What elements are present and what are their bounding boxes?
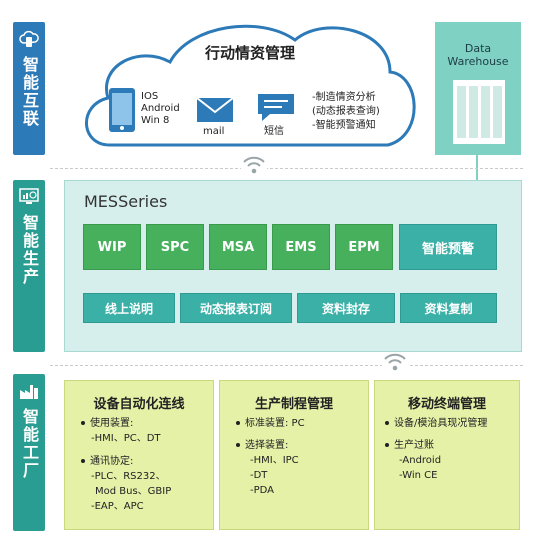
warehouse-title-line1: Data xyxy=(464,42,492,55)
side-label-internet-text: 智能互联 xyxy=(20,56,39,128)
sub-report-subscription: 动态报表订阅 xyxy=(180,293,292,323)
list-item: -PLC、RS232、 xyxy=(91,471,166,482)
side-label-internet: 智能互联 xyxy=(13,22,45,155)
envelope-icon xyxy=(196,97,234,122)
mail-label: mail xyxy=(203,126,225,137)
list-item: 使用装置: xyxy=(81,417,133,431)
cloud-phone-icon xyxy=(19,30,39,47)
side-label-factory-text: 智能工厂 xyxy=(20,408,39,480)
mes-title: MESSeries xyxy=(84,192,168,211)
factory-box-process: 生产制程管理 标准装置: PC 选择装置: -HMI、IPC -DT -PDA xyxy=(219,380,369,530)
list-item: -HMI、PC、DT xyxy=(91,433,161,444)
module-smart-alert: 智能预警 xyxy=(399,224,497,270)
wifi-icon xyxy=(241,154,267,176)
side-label-production: 智能生产 xyxy=(13,180,45,352)
list-item: -Win CE xyxy=(399,470,438,481)
device-ios: IOS xyxy=(141,91,159,102)
data-warehouse-panel: Data Warehouse xyxy=(435,22,521,155)
list-item: 设备/模治具现况管理 xyxy=(385,417,487,431)
sub-online-help: 线上说明 xyxy=(83,293,175,323)
monitor-chart-icon xyxy=(19,188,39,204)
cloud-title: 行动情资管理 xyxy=(204,44,295,62)
module-epm: EPM xyxy=(335,224,393,270)
module-wip: WIP xyxy=(83,224,141,270)
device-win8: Win 8 xyxy=(141,115,170,126)
feature-report: (动态报表查询) xyxy=(312,106,380,117)
list-item: -Android xyxy=(399,455,442,466)
wifi-icon xyxy=(382,351,408,373)
warehouse-title: Data Warehouse xyxy=(435,42,521,68)
server-rack-icon xyxy=(453,80,505,144)
device-list: IOS Android Win 8 xyxy=(141,91,180,127)
sub-data-archive: 资料封存 xyxy=(297,293,395,323)
list-item: 生产过账 xyxy=(385,439,434,453)
factory-box-mobile: 移动终端管理 设备/模治具现况管理 生产过账 -Android -Win CE xyxy=(374,380,520,530)
feature-analysis: -制造情资分析 xyxy=(312,92,376,103)
cloud-feature-list: -制造情资分析 (动态报表查询) -智能预警通知 xyxy=(312,91,380,133)
factory-box-title: 设备自动化连线 xyxy=(93,397,185,412)
module-spc: SPC xyxy=(146,224,204,270)
list-item: 标准装置: PC xyxy=(236,417,305,431)
divider-top xyxy=(50,168,523,169)
factory-box-title: 移动终端管理 xyxy=(407,397,486,412)
device-android: Android xyxy=(141,103,180,114)
feature-alert: -智能预警通知 xyxy=(312,120,376,131)
warehouse-title-line2: Warehouse xyxy=(447,55,509,68)
module-ems: EMS xyxy=(272,224,330,270)
cloud-shape xyxy=(85,24,416,147)
list-item: Mod Bus、GBIP xyxy=(95,486,172,497)
factory-icon xyxy=(20,385,38,399)
sub-data-copy: 资料复制 xyxy=(400,293,497,323)
module-msa: MSA xyxy=(209,224,267,270)
sms-label: 短信 xyxy=(264,126,284,137)
list-item: -PDA xyxy=(250,485,275,496)
list-item: -EAP、APC xyxy=(91,501,144,512)
chat-bubble-icon xyxy=(258,94,294,121)
smartphone-icon xyxy=(109,88,135,132)
list-item: -HMI、IPC xyxy=(250,455,299,466)
list-item: 通讯协定: xyxy=(81,455,133,469)
side-label-production-text: 智能生产 xyxy=(20,214,39,286)
list-item: -DT xyxy=(250,470,268,481)
side-label-factory: 智能工厂 xyxy=(13,374,45,531)
divider-bottom xyxy=(50,365,523,366)
list-item: 选择装置: xyxy=(236,439,288,453)
factory-box-automation: 设备自动化连线 使用装置: -HMI、PC、DT 通讯协定: -PLC、RS23… xyxy=(64,380,214,530)
factory-box-title: 生产制程管理 xyxy=(254,397,333,412)
